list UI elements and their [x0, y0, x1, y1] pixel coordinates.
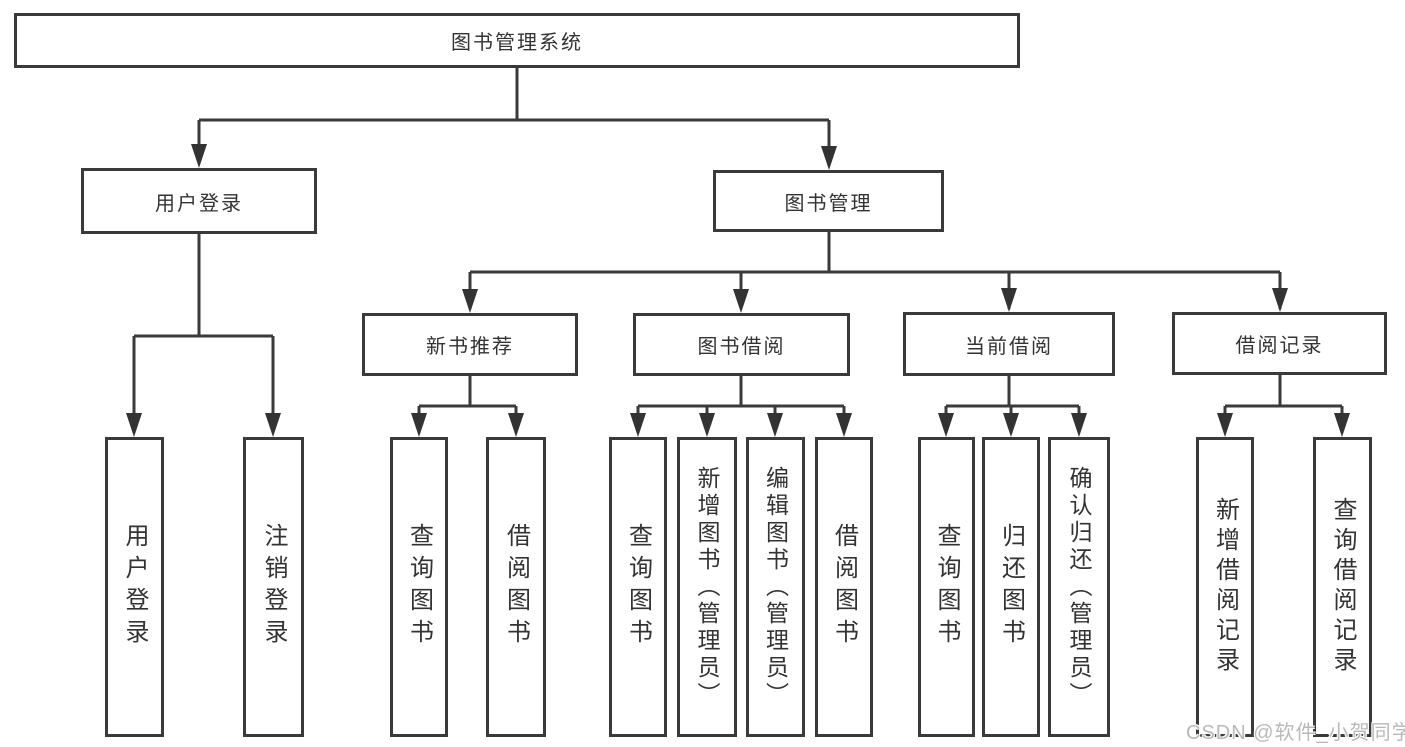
leaf-query-books-recommend: 查询图书 — [390, 437, 448, 737]
csdn-watermark: CSDN @软件_小贺同学 — [1186, 722, 1405, 744]
node-book-management-branch: 图书管理 — [713, 170, 944, 232]
node-label: 查询图书 — [405, 523, 433, 651]
node-label: 借阅图书 — [830, 523, 858, 651]
node-label: 新增借阅记录 — [1211, 497, 1239, 677]
tree-edges — [132, 68, 1344, 433]
node-label: 借阅图书 — [502, 523, 530, 651]
leaf-add-borrow-record: 新增借阅记录 — [1196, 437, 1254, 737]
node-library-system-root: 图书管理系统 — [14, 13, 1020, 68]
leaf-confirm-return-admin: 确认归还（管理员） — [1048, 437, 1110, 737]
node-label: 新增图书（管理员） — [694, 465, 720, 709]
leaf-query-borrow-record: 查询借阅记录 — [1313, 437, 1372, 737]
node-label: 当前借阅 — [965, 335, 1053, 358]
node-label: 注销登录 — [260, 523, 287, 651]
node-label: 用户登录 — [155, 192, 243, 215]
node-label: 查询图书 — [624, 523, 652, 651]
node-label: 图书借阅 — [697, 336, 786, 358]
node-label: 编辑图书（管理员） — [762, 465, 789, 709]
node-label: 查询借阅记录 — [1329, 497, 1356, 677]
leaf-user-login: 用户登录 — [105, 437, 164, 737]
leaf-query-books-borrowing: 查询图书 — [609, 437, 667, 737]
leaf-edit-books-admin: 编辑图书（管理员） — [746, 437, 805, 737]
node-label: 用户登录 — [121, 523, 148, 651]
leaf-query-books-current: 查询图书 — [918, 437, 975, 737]
leaf-borrow-books-recommend: 借阅图书 — [486, 437, 546, 737]
leaf-add-books-admin: 新增图书（管理员） — [677, 437, 737, 737]
node-current-borrowing: 当前借阅 — [903, 312, 1115, 376]
node-new-book-recommend: 新书推荐 — [362, 313, 578, 376]
node-label: 查询图书 — [933, 523, 960, 651]
node-borrowing-records: 借阅记录 — [1172, 312, 1387, 375]
node-label: 图书管理 — [784, 192, 873, 215]
node-label: 借阅记录 — [1235, 335, 1324, 357]
arrow-heads — [126, 144, 1350, 437]
node-book-borrowing: 图书借阅 — [633, 313, 850, 376]
leaf-logout: 注销登录 — [243, 437, 304, 737]
leaf-return-books: 归还图书 — [982, 437, 1040, 737]
node-label: 新书推荐 — [426, 336, 514, 358]
leaf-borrow-books: 借阅图书 — [815, 437, 873, 737]
node-user-login-branch: 用户登录 — [81, 168, 317, 234]
node-label: 确认归还（管理员） — [1066, 465, 1092, 709]
node-label: 归还图书 — [997, 523, 1025, 651]
node-label: 图书管理系统 — [451, 32, 583, 54]
